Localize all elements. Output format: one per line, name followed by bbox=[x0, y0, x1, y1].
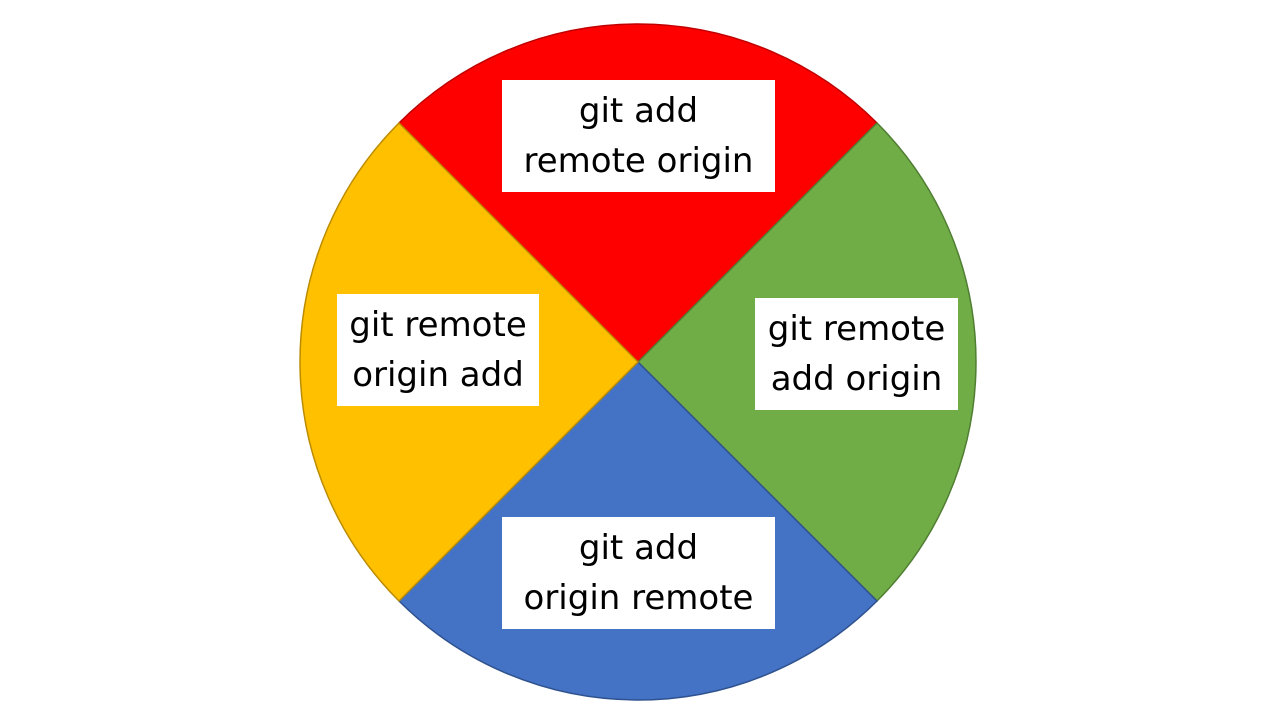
option-right-line-2: add origin bbox=[770, 359, 943, 399]
option-right-line-1: git remote bbox=[767, 309, 946, 349]
option-label-right: git remote add origin bbox=[755, 298, 958, 410]
option-bottom-line-1: git add bbox=[578, 528, 699, 568]
option-top-line-2: remote origin bbox=[523, 141, 754, 181]
option-label-bottom: git add origin remote bbox=[502, 517, 775, 629]
option-top-line-1: git add bbox=[578, 91, 699, 131]
option-left-line-2: origin add bbox=[352, 355, 524, 395]
option-left-line-1: git remote bbox=[349, 305, 527, 345]
option-label-left: git remote origin add bbox=[337, 294, 539, 406]
option-label-top: git add remote origin bbox=[502, 80, 775, 192]
option-bottom-line-2: origin remote bbox=[523, 578, 754, 618]
